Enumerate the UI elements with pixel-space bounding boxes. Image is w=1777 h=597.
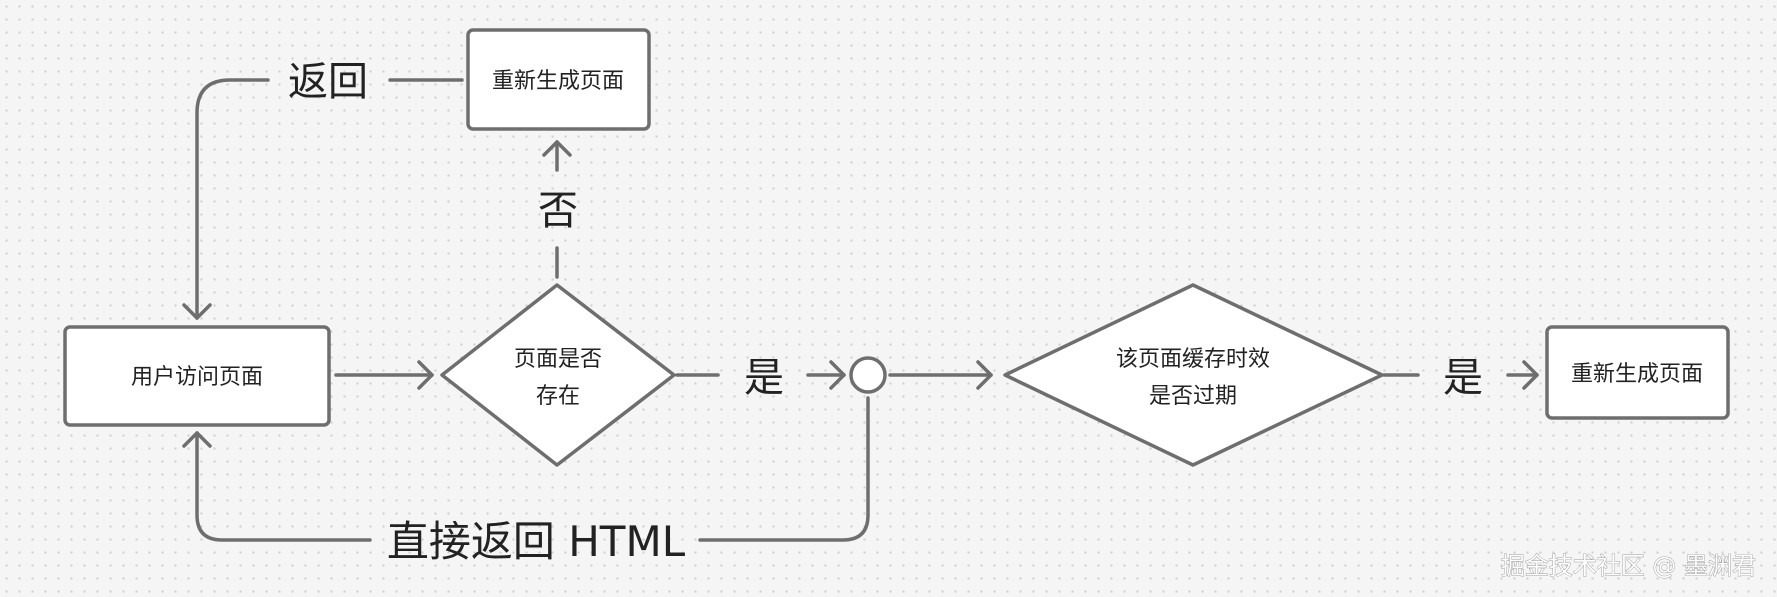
- edge-label-return-html: 直接返回 HTML: [387, 517, 686, 566]
- arrowhead-up-regen-top: [542, 140, 572, 157]
- node-page-exists-decision: 页面是否 存在: [440, 283, 676, 467]
- edge-label-yes-2: 是: [1443, 355, 1483, 401]
- node-junction: [849, 356, 887, 394]
- edge-return-html-right: [698, 396, 870, 542]
- arrowhead-right-exists: [417, 360, 434, 390]
- arrowhead-right-cache: [976, 360, 993, 390]
- node-page-exists-label-line2: 存在: [536, 384, 580, 409]
- node-regen-top-label: 重新生成页面: [492, 69, 624, 94]
- edge-label-yes-1: 是: [744, 355, 784, 401]
- connectors: [182, 78, 1539, 542]
- arrowhead-up-user-visit: [182, 431, 212, 448]
- arrowhead-down-user-visit: [182, 303, 212, 320]
- node-cache-expired-label-line1: 该页面缓存时效: [1116, 347, 1270, 372]
- edge-return-html-left: [195, 431, 372, 542]
- node-regen-right-label: 重新生成页面: [1571, 362, 1703, 387]
- watermark: 掘金技术社区 @ 墨渊君: [1501, 552, 1756, 580]
- node-regen-top: 重新生成页面: [466, 28, 651, 131]
- edge-label-return: 返回: [288, 59, 368, 105]
- edge-label-no: 否: [538, 188, 578, 234]
- node-cache-expired-decision: 该页面缓存时效 是否过期: [1003, 283, 1384, 467]
- node-cache-expired-label-line2: 是否过期: [1149, 384, 1237, 409]
- node-user-visit: 用户访问页面: [63, 325, 331, 427]
- edge-return-segment-left: [195, 78, 270, 320]
- node-user-visit-label: 用户访问页面: [131, 365, 263, 390]
- arrowhead-right-junction: [829, 360, 846, 390]
- node-regen-right: 重新生成页面: [1545, 325, 1730, 420]
- node-page-exists-label-line1: 页面是否: [514, 347, 602, 372]
- arrowhead-right-regen-right: [1522, 360, 1539, 390]
